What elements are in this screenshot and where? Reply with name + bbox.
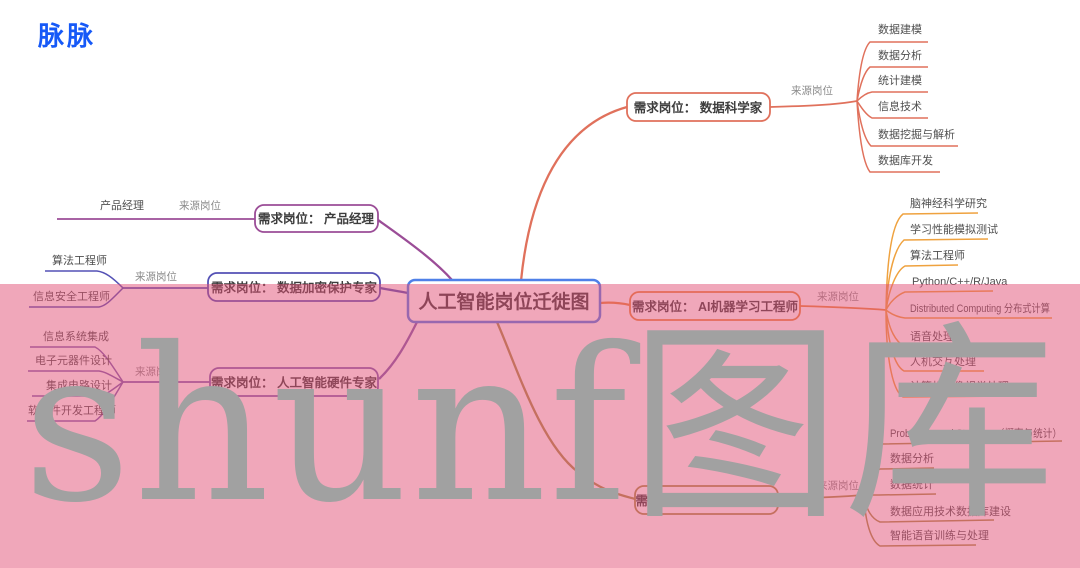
source-label-science: 来源岗位	[791, 84, 833, 97]
source-item: 算法工程师	[52, 253, 107, 267]
branch-curve-product	[377, 219, 453, 281]
watermark-band	[0, 284, 1080, 568]
fan-line	[856, 66, 928, 102]
branch-box	[254, 204, 379, 233]
fan-line	[856, 41, 928, 102]
maimai-logo[interactable]: 脉脉	[38, 21, 97, 51]
source-item: 信息技术	[878, 99, 922, 113]
source-item: 统计建模	[878, 73, 922, 87]
source-item: 产品经理	[100, 198, 144, 212]
source-item: 学习性能模拟测试	[910, 222, 998, 236]
source-label-product: 来源岗位	[179, 199, 221, 212]
branch-node-product: 需求岗位： 产品经理	[254, 204, 379, 233]
source-item: 数据挖掘与解析	[878, 127, 955, 141]
branch-postline-science	[769, 100, 858, 108]
fan-line	[856, 100, 940, 173]
fan-line	[856, 91, 928, 102]
source-item: 数据建模	[878, 22, 922, 36]
source-item: 数据库开发	[878, 153, 933, 167]
source-item: 脑神经科学研究	[910, 196, 987, 210]
source-item: 数据分析	[878, 48, 922, 62]
branch-box	[626, 92, 771, 122]
branch-box-label: 需求岗位： 数据科学家	[634, 100, 763, 115]
source-label-encrypt: 来源岗位	[135, 270, 177, 283]
fan-line	[856, 100, 928, 119]
branch-node-science: 需求岗位： 数据科学家	[626, 92, 771, 122]
branch-curve-science	[519, 105, 628, 282]
branch-box-label: 需求岗位： 产品经理	[258, 211, 374, 226]
source-item: 算法工程师	[910, 248, 965, 262]
